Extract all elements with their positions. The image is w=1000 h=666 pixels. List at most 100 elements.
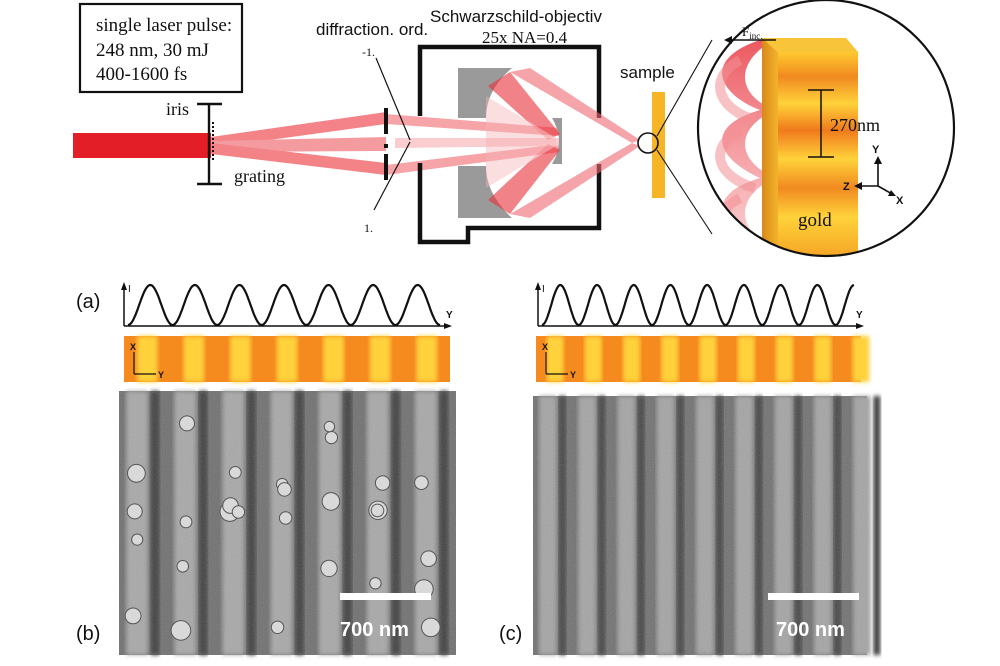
diffraction-fan: [211, 112, 386, 175]
nanoparticle: [323, 420, 336, 433]
bright-fringe: [546, 336, 564, 382]
laser-beam: [73, 133, 211, 158]
diffraction-label: diffraction. ord.: [316, 20, 428, 39]
strip-y-label-right: Y: [570, 370, 576, 380]
force-arrowhead: [724, 36, 732, 44]
scale-bar-c: [768, 593, 859, 600]
bright-fringe: [276, 336, 298, 382]
nanoparticle: [414, 475, 429, 491]
objective-beams: [486, 68, 640, 218]
axis-triad: Y Z X: [843, 144, 904, 207]
bright-fringe: [230, 336, 251, 382]
axis-y-label: Y: [872, 144, 880, 156]
nanoparticle: [324, 431, 338, 445]
pulse-info-box: single laser pulse: 248 nm, 30 mJ 400-16…: [78, 2, 244, 94]
y-axis-label-left: Y: [446, 310, 453, 321]
objective-housing: Schwarzschild-objectiv 25x NA=0.4: [417, 7, 602, 245]
bright-fringe: [183, 336, 205, 382]
panel-left: (a) I Y X Y 700 nm (b): [76, 282, 456, 655]
sem-image-c: [533, 396, 881, 655]
sem-image-b: [119, 391, 456, 655]
bright-fringe: [699, 336, 717, 382]
bright-fringe: [416, 336, 437, 382]
bright-fringe: [137, 336, 158, 382]
gold-slab-side: [762, 38, 778, 256]
bright-fringe: [737, 336, 755, 382]
period-label: 270nm: [830, 115, 880, 135]
nanoparticle: [126, 463, 146, 483]
force-label: Finc.: [742, 24, 762, 41]
intensity-strip-right: [536, 336, 861, 382]
pulse-line-3: 400-1600 fs: [96, 64, 187, 85]
y-axis-label-right: Y: [856, 310, 863, 321]
bright-fringe: [584, 336, 602, 382]
objective-spec: 25x NA=0.4: [482, 28, 568, 47]
nanoparticle: [369, 577, 382, 590]
grating-label: grating: [234, 166, 285, 186]
scale-bar-b: [340, 593, 431, 600]
zoom-inset: Finc. 270nm gold Y Z X: [696, 0, 956, 258]
bright-fringe: [852, 336, 870, 382]
nanoparticle: [176, 560, 190, 573]
strip-y-label-left: Y: [158, 370, 164, 380]
nanoparticle: [420, 550, 437, 568]
nanoparticle: [277, 482, 292, 497]
nanoparticle: [370, 503, 385, 518]
intensity-sine-left: [127, 283, 441, 327]
sample-label: sample: [620, 63, 675, 82]
nanoparticle: [126, 503, 143, 520]
panel-b-label: (b): [76, 623, 100, 645]
strip-stripes-right: [546, 336, 870, 382]
bright-fringe: [369, 336, 391, 382]
strip-x-label-right: X: [542, 342, 548, 352]
sem-groove: [873, 396, 881, 655]
intensity-axis-label-right: I: [542, 284, 545, 295]
objective-title: Schwarzschild-objectiv: [430, 7, 602, 26]
panel-a-label: (a): [76, 291, 100, 313]
strip-x-label-left: X: [130, 342, 136, 352]
setup-schematic: single laser pulse: 248 nm, 30 mJ 400-16…: [73, 2, 713, 245]
pulse-line-1: single laser pulse:: [96, 15, 232, 36]
nanoparticle: [320, 559, 338, 578]
intensity-sine-right: [541, 283, 855, 327]
order-aperture: diffraction. ord. -1. 1.: [316, 20, 428, 235]
nanoparticle: [321, 492, 341, 511]
axis-x-label: X: [896, 195, 904, 207]
nanoparticle: [228, 466, 242, 479]
gold-slab-face: [778, 52, 858, 256]
bright-fringe: [323, 336, 344, 382]
scale-bar-text-b: 700 nm: [340, 619, 409, 641]
nanoparticle: [179, 515, 193, 529]
nanoparticle: [124, 607, 142, 625]
gold-slab-top: [762, 38, 858, 52]
panel-right: I Y X Y 700 nm (c): [499, 282, 881, 655]
order-plus-label: 1.: [364, 221, 373, 235]
bright-fringe: [623, 336, 640, 382]
focus-marker: [637, 132, 659, 154]
order-minus-label: -1.: [362, 45, 375, 59]
nanoparticle: [179, 415, 195, 432]
nanoparticle: [231, 505, 246, 519]
secondary-mirror: [552, 118, 562, 164]
nanoparticle: [278, 511, 293, 525]
nanoparticle: [374, 475, 391, 491]
scale-bar-text-c: 700 nm: [776, 619, 845, 641]
intensity-axis-label-left: I: [128, 284, 131, 295]
zoom-line-top: [656, 39, 713, 137]
gold-label: gold: [798, 210, 832, 231]
bright-fringe: [661, 336, 679, 382]
nanoparticle: [270, 620, 285, 634]
strip-stripes-left: [137, 336, 437, 382]
pulse-line-2: 248 nm, 30 mJ: [96, 40, 209, 61]
bright-fringe: [814, 336, 832, 382]
bright-fringe: [776, 336, 793, 382]
iris-grating: iris grating: [166, 99, 285, 186]
nanoparticle: [131, 533, 144, 546]
nanoparticle: [170, 620, 192, 641]
nanoparticle: [421, 617, 441, 638]
panel-c-label: (c): [499, 623, 522, 645]
iris-label: iris: [166, 99, 189, 119]
zoom-line-bottom: [656, 149, 713, 235]
